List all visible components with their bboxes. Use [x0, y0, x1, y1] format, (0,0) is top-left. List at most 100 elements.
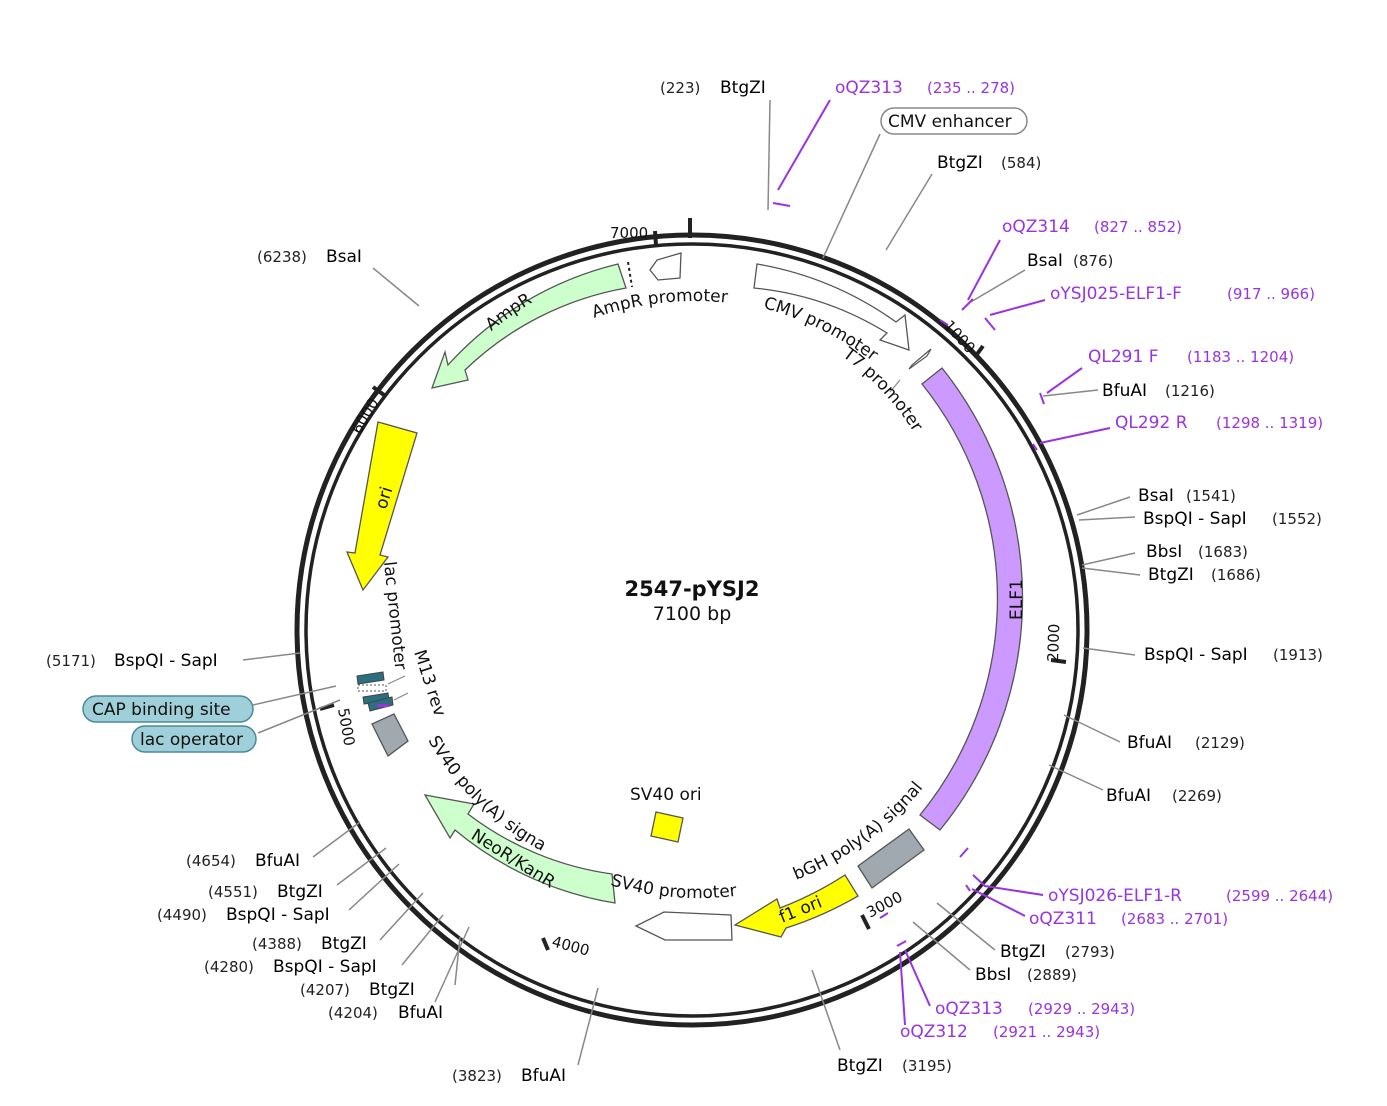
primer-7-name: oQZ313: [935, 999, 1003, 1019]
primer-2-name: oYSJ025-ELF1-F: [1050, 284, 1182, 304]
lac-operator-box: [131, 725, 257, 753]
primer-0-position: (235 .. 278): [927, 79, 1015, 97]
site-11-position: (2793): [1065, 943, 1115, 961]
site-15-name: BfuAI: [398, 1003, 443, 1023]
site-23-position: (6238): [257, 248, 307, 266]
leader-lines: [242, 99, 1141, 1066]
plasmid-name: 2547-pYSJ2: [625, 577, 760, 601]
site-11-name: BtgZI: [1000, 942, 1046, 962]
primer-marker-lac: [377, 704, 389, 707]
site-18-position: (4388): [252, 935, 302, 953]
ampr-dotted-marker: [627, 261, 633, 288]
site-20-position: (4551): [208, 883, 258, 901]
primer-labels: oQZ313 (235 .. 278) oQZ314 (827 .. 852) …: [835, 78, 1333, 1042]
feature-label-lac-promoter: lac promoter: [379, 560, 410, 670]
feature-label-elf1: ELF1: [1007, 579, 1027, 620]
restriction-site-labels: (223) BtgZI BtgZI (584) BsaI (876) BfuAI…: [46, 78, 1323, 1086]
site-2-name: BsaI: [1027, 251, 1063, 271]
site-3-name: BfuAI: [1102, 381, 1147, 401]
tick-label-2000: 2000: [1044, 623, 1063, 662]
feature-label-t7-promoter: T7 promoter: [838, 343, 926, 435]
feature-ampr-promoter[interactable]: [649, 252, 682, 281]
feature-sv40-ori[interactable]: [650, 811, 684, 843]
site-7-name: BtgZI: [1148, 565, 1194, 585]
site-1-name: BtgZI: [937, 153, 983, 173]
site-17-name: BspQI - SapI: [273, 957, 377, 977]
feature-cmv-promoter[interactable]: [753, 263, 910, 351]
site-21-position: (4654): [186, 852, 236, 870]
site-14-name: BfuAI: [521, 1066, 566, 1086]
tick-marks: [319, 218, 1067, 951]
site-10-name: BfuAI: [1106, 786, 1151, 806]
primer-3-position: (1183 .. 1204): [1187, 348, 1294, 366]
primer-8-name: oQZ312: [900, 1022, 968, 1042]
feature-lac-promoter-marker[interactable]: [357, 684, 387, 692]
feature-f1-ori[interactable]: [733, 874, 859, 938]
primer-6-position: (2683 .. 2701): [1121, 910, 1228, 928]
site-22-position: (5171): [46, 652, 96, 670]
primer-3-name: QL291 F: [1088, 347, 1158, 367]
site-10-position: (2269): [1172, 787, 1222, 805]
primer-2-position: (917 .. 966): [1227, 285, 1315, 303]
site-0-name: BtgZI: [720, 78, 766, 98]
feature-label-sv40-promoter: SV40 promoter: [609, 871, 738, 904]
plasmid-length: 7100 bp: [653, 603, 732, 625]
site-8-name: BspQI - SapI: [1144, 645, 1248, 665]
primer-0-name: oQZ313: [835, 78, 903, 98]
feature-neor-kanr[interactable]: [423, 794, 616, 904]
feature-bgh-polya[interactable]: [857, 828, 925, 889]
site-5-position: (1552): [1272, 510, 1322, 528]
tick-label-3000: 3000: [863, 888, 905, 922]
feature-ampr[interactable]: [430, 263, 627, 389]
feature-label-cap-binding-site: CAP binding site: [92, 700, 231, 720]
primer-1-position: (827 .. 852): [1094, 218, 1182, 236]
site-22-name: BspQI - SapI: [114, 651, 218, 671]
primer-lines: [772, 99, 1111, 1026]
site-14-position: (3823): [452, 1067, 502, 1085]
primer-7-position: (2929 .. 2943): [1028, 1000, 1135, 1018]
site-15-position: (4204): [328, 1004, 378, 1022]
site-21-name: BfuAI: [255, 851, 300, 871]
site-9-position: (2129): [1195, 734, 1245, 752]
site-6-position: (1683): [1198, 543, 1248, 561]
cap-binding-site-box: [82, 695, 254, 723]
site-13-position: (3195): [902, 1057, 952, 1075]
site-17-position: (4280): [204, 958, 254, 976]
feature-label-sv40-polya: SV40 poly(A) signal: [0, 0, 549, 856]
site-13-name: BtgZI: [837, 1056, 883, 1076]
site-20-name: BtgZI: [277, 882, 323, 902]
primer-8-position: (2921 .. 2943): [993, 1023, 1100, 1041]
feature-label-lac-operator: lac operator: [140, 730, 243, 750]
cmv-enhancer-box: [880, 107, 1028, 135]
site-9-name: BfuAI: [1127, 733, 1172, 753]
primer-4-position: (1298 .. 1319): [1216, 414, 1323, 432]
feature-label-sv40-ori: SV40 ori: [630, 785, 702, 805]
primer-1-name: oQZ314: [1002, 217, 1070, 237]
tick-label-7000: 7000: [610, 224, 648, 242]
feature-sv40-polya[interactable]: [371, 713, 409, 757]
tick-label-5000: 5000: [334, 707, 358, 748]
site-7-position: (1686): [1211, 566, 1261, 584]
site-3-position: (1216): [1165, 382, 1215, 400]
site-1-position: (584): [1001, 154, 1041, 172]
site-16-position: (4207): [300, 981, 350, 999]
primer-6-name: oQZ311: [1029, 909, 1097, 929]
site-0-position: (223): [660, 79, 700, 97]
site-23-name: BsaI: [326, 247, 362, 267]
feature-elf1[interactable]: [919, 367, 1024, 831]
feature-cap-binding-site[interactable]: [356, 671, 385, 685]
site-4-position: (1541): [1186, 487, 1236, 505]
site-18-name: BtgZI: [321, 934, 367, 954]
feature-t7-promoter[interactable]: [908, 348, 932, 370]
feature-ori[interactable]: [345, 421, 418, 592]
site-12-position: (2889): [1027, 966, 1077, 984]
site-6-name: BbsI: [1146, 542, 1182, 562]
feature-label-cmv-enhancer: CMV enhancer: [888, 112, 1012, 132]
feature-sv40-promoter[interactable]: [634, 911, 733, 941]
primer-5-name: oYSJ026-ELF1-R: [1048, 886, 1182, 906]
primer-4-name: QL292 R: [1115, 413, 1188, 433]
tick-label-4000: 4000: [550, 932, 592, 959]
site-4-name: BsaI: [1138, 486, 1174, 506]
site-5-name: BspQI - SapI: [1143, 509, 1247, 529]
primer-5-position: (2599 .. 2644): [1226, 887, 1333, 905]
